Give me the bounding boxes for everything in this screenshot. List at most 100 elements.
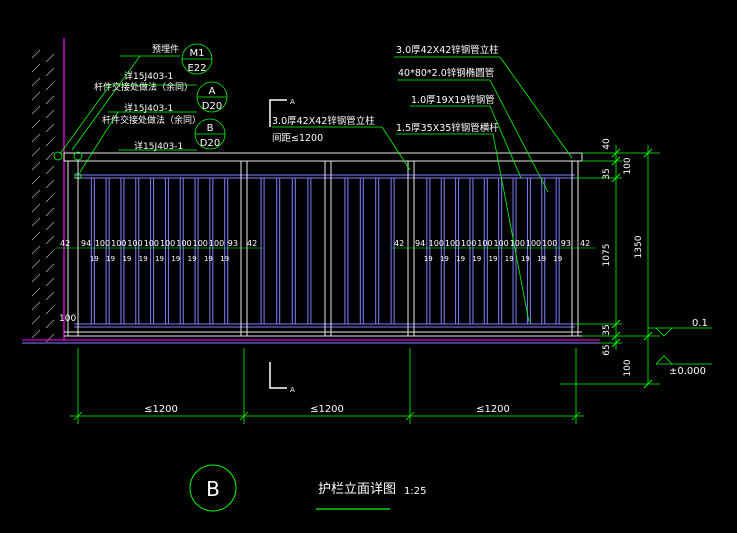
spacing-gap-label: 100 <box>127 239 142 248</box>
level-lower: ±0.000 <box>669 366 706 377</box>
right-notes-leaders <box>394 56 573 323</box>
wall-hatch-mark <box>31 273 41 283</box>
wall-hatch-mark <box>45 151 55 161</box>
wall-hatch-mark <box>45 193 55 203</box>
spacing-gap-label: 100 <box>493 239 508 248</box>
wall-hatch-mark <box>45 263 55 273</box>
note-ref-2: 详15J403-1 <box>124 102 173 114</box>
bubble-2-top: A <box>209 86 216 97</box>
wall-hatch-mark <box>45 291 55 301</box>
bar-width-label: 19 <box>472 255 481 263</box>
right-note-bar: 1.0厚19X19锌钢管 <box>411 94 495 106</box>
bar-width-label: 19 <box>456 255 465 263</box>
bubble-3-top: B <box>207 123 214 134</box>
wall-hatch-mark <box>45 123 55 133</box>
spacing-gap-label: 100 <box>144 239 159 248</box>
drawing-scale: 1:25 <box>404 486 426 497</box>
wall-hatch-mark <box>31 63 41 73</box>
spacing-end-right: 42 <box>247 239 257 248</box>
bubble-1-bottom: E22 <box>187 63 206 74</box>
wall-hatch-mark <box>31 259 41 269</box>
section-cut <box>269 99 287 389</box>
spacing-gap-label: 100 <box>445 239 460 248</box>
detail-mark: B <box>206 477 220 501</box>
bubble-3-bottom: D20 <box>200 138 220 149</box>
bar-width-label: 19 <box>139 255 148 263</box>
spacing-gap-label: 100 <box>477 239 492 248</box>
spacing-gap-label: 100 <box>193 239 208 248</box>
wall-hatch-mark <box>31 77 41 87</box>
detail-circle <box>189 464 237 512</box>
wall-hatch-mark <box>31 189 41 199</box>
note-joint-2: 杆件交接处做法（余同） <box>102 114 201 126</box>
right-note-post: 3.0厚42X42锌钢管立柱 <box>396 44 499 56</box>
wall-hatch-mark <box>45 277 55 287</box>
level-upper: 0.1 <box>692 318 708 329</box>
spacing-gap-label: 100 <box>160 239 175 248</box>
wall-hatch-mark <box>31 175 41 185</box>
vdim-35-bottom: 35 <box>602 324 612 335</box>
right-note-rail: 1.5厚35X35锌钢管横杆 <box>396 122 499 134</box>
level-marks <box>648 327 712 365</box>
vdim-inner-top: 100 <box>623 157 633 174</box>
wall-hatch-mark <box>45 67 55 77</box>
wall-hatch-mark <box>45 165 55 175</box>
hdim-span-2: ≤1200 <box>310 404 344 415</box>
wall-hatch-mark <box>31 301 41 311</box>
spacing-gap-label: 100 <box>111 239 126 248</box>
bar-width-label: 19 <box>521 255 530 263</box>
section-mark-bottom: A <box>290 386 295 394</box>
bar-width-label: 19 <box>537 255 546 263</box>
vdim-1075: 1075 <box>602 244 612 267</box>
wall-hatch-mark <box>31 203 41 213</box>
wall-hatch-mark <box>31 315 41 325</box>
railing-post <box>67 160 79 337</box>
railing-post <box>324 160 332 337</box>
wall-hatch-mark <box>45 207 55 217</box>
section-mark-top: A <box>290 98 295 106</box>
bar-width-label: 19 <box>171 255 180 263</box>
note-ref-3: 详15J403-1 <box>134 140 183 152</box>
bar-width-label: 19 <box>155 255 164 263</box>
wall-hatch-mark <box>45 221 55 231</box>
bar-width-label: 19 <box>204 255 213 263</box>
wall-hatch-mark <box>45 95 55 105</box>
bar-width-label: 19 <box>122 255 131 263</box>
left-annotations <box>53 55 197 180</box>
railing-post <box>571 160 579 337</box>
vdim-35-top: 35 <box>602 168 612 179</box>
spacing-gap-label: 100 <box>209 239 224 248</box>
spacing-gap-label: 100 <box>429 239 444 248</box>
wall-hatch-mark <box>45 179 55 189</box>
vertical-dim-ticks <box>611 148 653 389</box>
bar-width-label: 19 <box>505 255 514 263</box>
bar-width-label: 19 <box>553 255 562 263</box>
wall-hatch-mark <box>45 109 55 119</box>
hdim-span-1: ≤1200 <box>144 404 178 415</box>
spacing-gap-label: 93 <box>561 239 571 248</box>
bar-width-label: 19 <box>90 255 99 263</box>
railing-post <box>240 160 248 337</box>
bar-width-label: 19 <box>440 255 449 263</box>
bottom-gap-label: 100 <box>59 314 76 324</box>
wall-hatch-mark <box>31 217 41 227</box>
hdim-span-3: ≤1200 <box>476 404 510 415</box>
wall-hatch-mark <box>45 249 55 259</box>
wall-hatch-mark <box>45 137 55 147</box>
wall-hatch-mark <box>31 119 41 129</box>
spacing-gap-label: 100 <box>461 239 476 248</box>
detail-bubbles <box>181 43 228 150</box>
spacing-gap-label: 100 <box>510 239 525 248</box>
right-note-oval: 40*80*2.0锌钢椭圆管 <box>398 67 494 79</box>
horizontal-dims <box>70 348 584 424</box>
spacing-end-left: 42 <box>394 239 404 248</box>
mid-note-line2: 间距≤1200 <box>272 132 323 144</box>
mid-note-leader <box>272 126 411 171</box>
spacing-gap-label: 94 <box>415 239 425 248</box>
bar-width-label: 19 <box>220 255 229 263</box>
spacing-gap-label: 100 <box>176 239 191 248</box>
spacing-end-left: 42 <box>60 239 70 248</box>
